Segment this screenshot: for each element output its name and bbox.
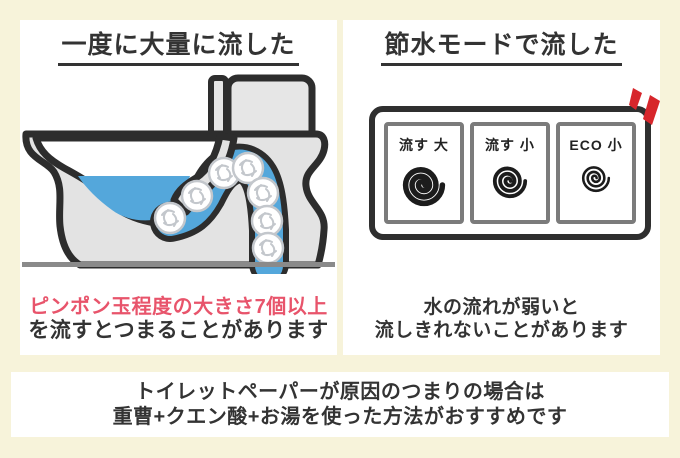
caption-line1: 水の流れが弱いと	[423, 297, 580, 318]
paper-ball	[180, 179, 214, 213]
panel-left-title: 一度に大量に流した	[58, 31, 299, 66]
panel-right-caption: 水の流れが弱いと 流しきれないことがあります	[343, 296, 660, 342]
panel-right-title: 節水モードで流した	[381, 31, 622, 66]
alert-marks-icon	[629, 88, 660, 125]
swirl-small-icon	[581, 166, 611, 193]
caption-rest: を流すとつまることがあります	[28, 319, 329, 342]
caption-line2: 流しきれないことがあります	[374, 320, 629, 341]
swirl-large-icon	[402, 167, 446, 207]
panel-eco-mode-flush: 節水モードで流した 流す 大 流す 小 ECO 小	[343, 20, 660, 355]
paper-ball	[153, 201, 187, 235]
toilet-cross-section-icon	[22, 74, 335, 274]
footer-recommendation-banner: トイレットペーパーが原因のつまりの場合は 重曹+クエン酸+お湯を使った方法がおす…	[11, 372, 669, 437]
swirl-medium-icon	[492, 166, 528, 199]
panel-large-amount-flush: 一度に大量に流した	[20, 20, 337, 355]
panel-right-title-wrap: 節水モードで流した	[343, 31, 660, 66]
footer-line2: 重曹+クエン酸+お湯を使った方法がおすすめです	[112, 405, 568, 428]
flush-button-small: 流す 小	[470, 122, 550, 224]
flush-button-eco: ECO 小	[556, 122, 636, 224]
paper-ball	[246, 176, 280, 210]
caption-highlight: ピンポン玉程度の大きさ7個以上	[29, 296, 328, 318]
panel-left-title-wrap: 一度に大量に流した	[20, 31, 337, 66]
paper-ball	[250, 204, 284, 238]
flush-button-eco-label: ECO 小	[569, 137, 623, 153]
flush-control-panel: 流す 大 流す 小 ECO 小	[369, 106, 651, 240]
panel-left-caption: ピンポン玉程度の大きさ7個以上 を流すとつまることがあります	[20, 296, 337, 342]
paper-ball	[251, 231, 285, 265]
flush-button-small-label: 流す 小	[485, 137, 535, 153]
flush-button-large: 流す 大	[384, 122, 464, 224]
footer-line1: トイレットペーパーが原因のつまりの場合は	[135, 380, 545, 403]
flush-button-large-label: 流す 大	[399, 137, 449, 153]
floor-line	[22, 262, 335, 267]
